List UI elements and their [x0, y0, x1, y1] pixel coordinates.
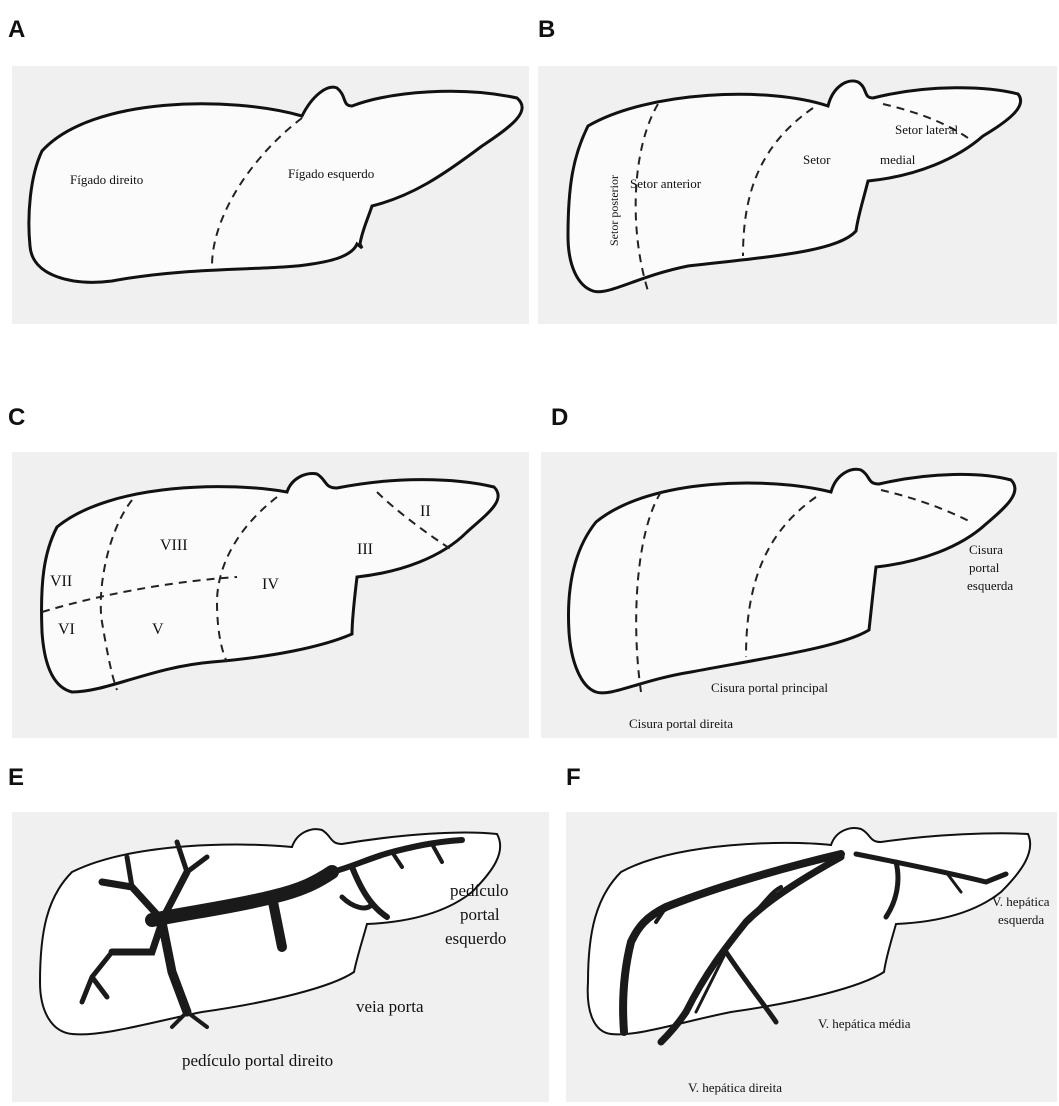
label-left-fissure-2: portal	[969, 560, 1000, 575]
label-posterior-sector: Setor posterior	[607, 175, 621, 246]
label-left-fissure-1: Cisura	[969, 542, 1003, 557]
label-medial-sector-1: Setor	[803, 152, 831, 167]
panel-letter-a: A	[8, 16, 25, 44]
liver-diagram-e: pedículo portal esquerdo veia porta pedí…	[12, 812, 549, 1102]
panel-a: Fígado direito Fígado esquerdo	[12, 66, 529, 324]
liver-diagram-f: V. hepática esquerda V. hepática média V…	[566, 812, 1057, 1102]
label-segment-ii: II	[420, 503, 431, 520]
label-lateral-sector: Setor lateral	[895, 122, 959, 137]
label-left-liver: Fígado esquerdo	[288, 166, 374, 181]
label-left-pedicle-1: pedículo	[450, 881, 509, 900]
panel-d: Cisura portal esquerda Cisura portal pri…	[541, 452, 1057, 738]
label-right-liver: Fígado direito	[70, 172, 143, 187]
liver-outline	[40, 829, 500, 1034]
label-left-pedicle-2: portal	[460, 905, 500, 924]
liver-diagram-c: II III IV V VI VII VIII	[12, 452, 529, 738]
panel-letter-f: F	[566, 764, 581, 792]
label-medial-sector-2: medial	[880, 152, 916, 167]
label-segment-vii: VII	[50, 573, 72, 590]
label-right-pedicle: pedículo portal direito	[182, 1051, 333, 1070]
label-portal-vein: veia porta	[356, 997, 424, 1016]
label-left-hv-2: esquerda	[998, 912, 1044, 927]
label-segment-iv: IV	[262, 576, 279, 593]
panel-c: II III IV V VI VII VIII	[12, 452, 529, 738]
panel-e: pedículo portal esquerdo veia porta pedí…	[12, 812, 549, 1102]
label-segment-vi: VI	[58, 621, 75, 638]
panel-letter-c: C	[8, 404, 25, 432]
label-anterior-sector: Setor anterior	[630, 176, 702, 191]
panel-b: Setor posterior Setor anterior Setor med…	[538, 66, 1057, 324]
liver-diagram-b: Setor posterior Setor anterior Setor med…	[538, 66, 1057, 324]
label-middle-hv: V. hepática média	[818, 1016, 911, 1031]
label-left-fissure-3: esquerda	[967, 578, 1013, 593]
label-segment-iii: III	[357, 541, 373, 558]
panel-letter-e: E	[8, 764, 24, 792]
label-left-pedicle-3: esquerdo	[445, 929, 506, 948]
label-main-fissure: Cisura portal principal	[711, 680, 828, 695]
label-right-fissure: Cisura portal direita	[629, 716, 733, 731]
liver-outline	[568, 469, 1015, 693]
panel-f: V. hepática esquerda V. hepática média V…	[566, 812, 1057, 1102]
label-segment-v: V	[152, 621, 164, 638]
liver-diagram-d: Cisura portal esquerda Cisura portal pri…	[541, 452, 1057, 738]
label-left-hv-1: V. hepática	[992, 894, 1050, 909]
label-right-hv: V. hepática direita	[688, 1080, 782, 1095]
panel-letter-d: D	[551, 404, 568, 432]
panel-letter-b: B	[538, 16, 555, 44]
liver-diagram-a: Fígado direito Fígado esquerdo	[12, 66, 529, 324]
label-segment-viii: VIII	[160, 537, 188, 554]
